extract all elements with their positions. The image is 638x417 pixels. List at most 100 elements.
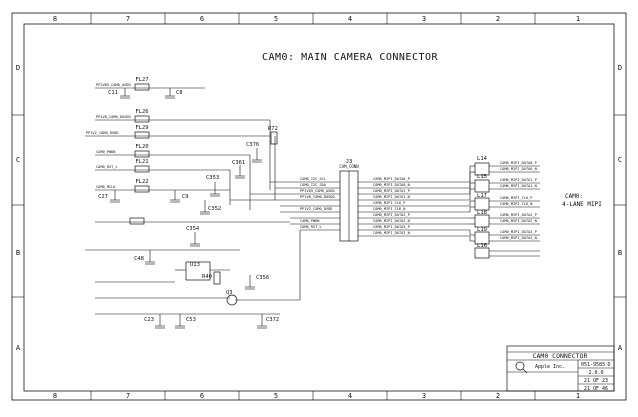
zone-label: 2 <box>496 15 500 23</box>
net-label: PP2V85_CAM0_AVDD <box>300 189 335 193</box>
sheet-title: CAM0: MAIN CAMERA CONNECTOR <box>262 52 439 63</box>
component-ref: C53 <box>186 317 196 323</box>
connector-left-wires <box>230 181 340 231</box>
connector-right-wires <box>358 181 470 237</box>
net-label: CAM0_MIPI_DATA2_N <box>500 219 537 223</box>
component-ref: C372 <box>266 317 279 323</box>
component-ref: L17 <box>477 193 487 199</box>
component-ref: FL27 <box>135 77 148 83</box>
middle-component-refs: C376 C361 C353 C352 C354 R72 U13 R40 C35… <box>186 126 279 323</box>
middle-components <box>175 120 301 329</box>
connector-ref: J3 <box>346 159 353 165</box>
zone-label: 1 <box>576 15 580 23</box>
component-ref: FL26 <box>135 109 148 115</box>
connector-left-net-labels: CAM0_I2C_SCL CAM0_I2C_SDA PP2V85_CAM0_AV… <box>300 177 335 229</box>
zone-label: C <box>618 156 622 164</box>
component-ref: R72 <box>268 126 278 132</box>
zone-label: A <box>618 344 623 352</box>
zone-label: 8 <box>53 392 57 400</box>
net-label: CAM0_MIPI_DATA2_P <box>500 213 537 217</box>
component-ref: L15 <box>477 174 487 180</box>
zone-label: 2 <box>496 392 500 400</box>
zone-label: 8 <box>53 15 57 23</box>
document-number: 051-9585 <box>581 362 605 368</box>
net-label: CAM0_MIPI_DATA2_N <box>373 219 410 223</box>
filter-refs: L14 L15 L17 L18 L19 L16 <box>477 156 488 249</box>
net-label: CAM0_MCLK <box>96 185 116 189</box>
zone-labels-left: D C B A <box>16 64 21 352</box>
component-ref: C352 <box>208 206 221 212</box>
capacitor-refs-left: C11 C8 C27 C9 C48 C23 C53 <box>98 90 196 323</box>
component-ref: C354 <box>186 226 200 232</box>
zone-dividers <box>12 13 626 400</box>
component-ref: FL29 <box>135 125 148 131</box>
common-mode-filters <box>469 162 540 259</box>
zone-labels-right: D C B A <box>618 64 623 352</box>
net-label: CAM0_MIPI_DATA3_P <box>373 225 410 229</box>
net-label: CAM0_I2C_SCL <box>300 177 326 181</box>
zone-label: A <box>16 344 21 352</box>
net-label: PP1V8_CAM0_DOVDD <box>300 195 335 199</box>
bus-label-line1: CAM0: <box>565 193 583 200</box>
net-label: PP1V8_CAM0_DOVDD <box>96 115 131 119</box>
revision-label: D <box>607 362 610 368</box>
net-label: CAM0_MIPI_DATA3_P <box>500 230 537 234</box>
component-ref: FL20 <box>135 144 148 150</box>
zone-label: 7 <box>126 392 130 400</box>
bus-label-line2: 4-LANE MIPI <box>562 201 602 208</box>
component-ref: Q3 <box>226 290 233 296</box>
power-rails <box>85 83 290 329</box>
net-label: CAM0_MIPI_DATA1_P <box>500 178 537 182</box>
net-label: CAM0_MIPI_DATA1_N <box>500 184 537 188</box>
net-label: CAM0_MIPI_CLK_N <box>373 207 405 211</box>
component-ref: C9 <box>182 194 189 200</box>
component-ref: C8 <box>176 90 183 96</box>
component-ref: C356 <box>256 275 269 281</box>
mipi-output-labels: CAM0_MIPI_DATA0_P CAM0_MIPI_DATA0_N CAM0… <box>500 161 537 240</box>
title-block <box>506 345 615 392</box>
net-label: CAM0_MIPI_CLK_P <box>373 201 405 205</box>
net-label: CAM0_MIPI_DATA1_P <box>373 189 410 193</box>
company-name: Apple Inc. <box>535 364 565 370</box>
zone-label: 1 <box>576 392 580 400</box>
net-label: CAM0_PWDN <box>300 219 319 223</box>
component-ref: C11 <box>108 90 118 96</box>
component-ref: C376 <box>246 142 259 148</box>
component-ref: C353 <box>206 175 219 181</box>
zone-label: C <box>16 156 20 164</box>
net-label: PP1V2_CAM0_DVDD <box>300 207 332 211</box>
component-ref: R40 <box>202 274 212 280</box>
net-label: CAM0_RST_L <box>96 165 118 169</box>
zone-label: 7 <box>126 15 130 23</box>
zone-label: 6 <box>200 392 204 400</box>
zone-label: D <box>618 64 622 72</box>
zone-label: 4 <box>348 392 352 400</box>
zone-label: 5 <box>274 392 278 400</box>
connector-right-net-labels: CAM0_MIPI_DATA0_P CAM0_MIPI_DATA0_N CAM0… <box>373 177 410 235</box>
net-label: CAM0_MIPI_DATA0_P <box>373 177 410 181</box>
component-ref: C48 <box>134 256 144 262</box>
net-label: CAM0_MIPI_DATA2_P <box>373 213 410 217</box>
zone-label: 3 <box>422 15 426 23</box>
component-ref: L14 <box>477 156 488 162</box>
zone-label: B <box>618 249 622 257</box>
zone-labels-top: 8 7 6 5 4 3 2 1 <box>53 15 580 23</box>
net-label: PP2V85_CAM0_AVDD <box>96 83 131 87</box>
zone-label: D <box>16 64 20 72</box>
net-label: CAM0_MIPI_CLK_P <box>500 196 532 200</box>
page-number: 21 OF 23 <box>584 378 608 384</box>
zone-label: 6 <box>200 15 204 23</box>
net-label: CAM0_MIPI_DATA3_N <box>500 236 537 240</box>
revision: 2.0.0 <box>588 370 603 376</box>
net-label: CAM0_MIPI_DATA0_P <box>500 161 537 165</box>
component-ref: C361 <box>232 160 245 166</box>
zone-label: 5 <box>274 15 278 23</box>
component-ref: C27 <box>98 194 108 200</box>
zone-label: 4 <box>348 15 352 23</box>
ferrite-refs: FL27 FL26 FL29 FL20 FL21 FL22 <box>135 77 148 185</box>
net-label: CAM0_MIPI_DATA0_N <box>500 167 537 171</box>
left-net-labels: PP2V85_CAM0_AVDD PP1V8_CAM0_DOVDD PP1V2_… <box>86 83 131 189</box>
component-ref: L19 <box>477 227 487 233</box>
mipi-bus-label: CAM0: 4-LANE MIPI <box>562 193 602 208</box>
